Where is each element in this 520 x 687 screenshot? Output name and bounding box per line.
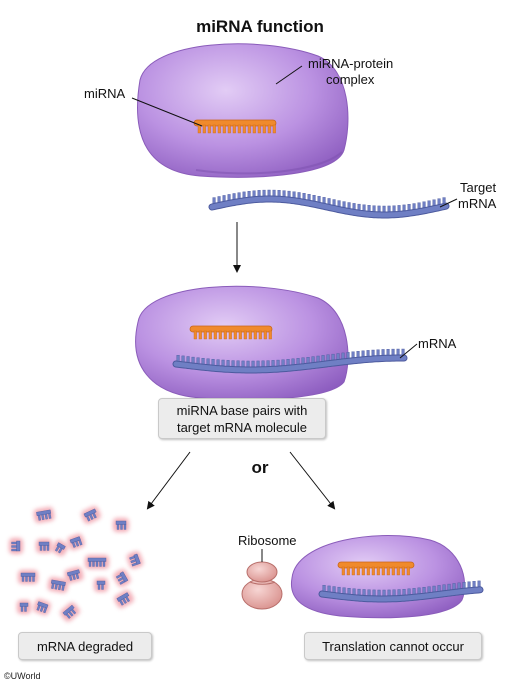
copyright: ©UWorld — [4, 671, 41, 681]
target-leader-line — [439, 198, 458, 208]
base-pairs-box: miRNA base pairs with target mRNA molecu… — [158, 398, 326, 439]
arrow-to-translation — [289, 451, 336, 510]
mirna-protein-complex-bottom — [290, 535, 466, 619]
translation-box: Translation cannot occur — [304, 632, 482, 660]
complex-label-line2: complex — [326, 72, 375, 87]
mrna-fragments — [9, 506, 144, 622]
mirna-label: miRNA — [84, 86, 126, 101]
translation-text: Translation cannot occur — [322, 638, 464, 654]
target-label-line2: mRNA — [458, 196, 497, 211]
base-pairs-line1: miRNA base pairs with — [176, 402, 308, 418]
degraded-box: mRNA degraded — [18, 632, 152, 660]
mrna-label: mRNA — [418, 336, 457, 351]
mrna-leader-line — [399, 343, 418, 359]
target-mrna-strand — [208, 189, 450, 219]
complex-leader-line — [275, 65, 303, 85]
bound-mrna-strand-middle — [172, 348, 408, 374]
bound-mrna-strand-bottom — [318, 580, 484, 603]
mirna-strand-top — [193, 119, 277, 134]
mirna-strand-bottom — [337, 561, 415, 576]
ribosome-label: Ribosome — [238, 533, 297, 548]
ribosome-icon — [241, 561, 283, 610]
complex-label-line1: miRNA-protein — [308, 56, 394, 71]
mirna-strand-middle — [189, 325, 273, 340]
mirna-protein-complex-middle — [135, 285, 349, 401]
or-label: or — [251, 458, 269, 477]
mirna-leader-line — [131, 97, 203, 127]
degraded-text: mRNA degraded — [36, 638, 134, 654]
diagram-title: miRNA function — [196, 17, 324, 36]
mirna-protein-complex-top — [137, 43, 349, 178]
base-pairs-line2: target mRNA molecule — [176, 419, 308, 435]
arrow-to-degraded — [146, 451, 191, 510]
target-label-line1: Target — [460, 180, 497, 195]
